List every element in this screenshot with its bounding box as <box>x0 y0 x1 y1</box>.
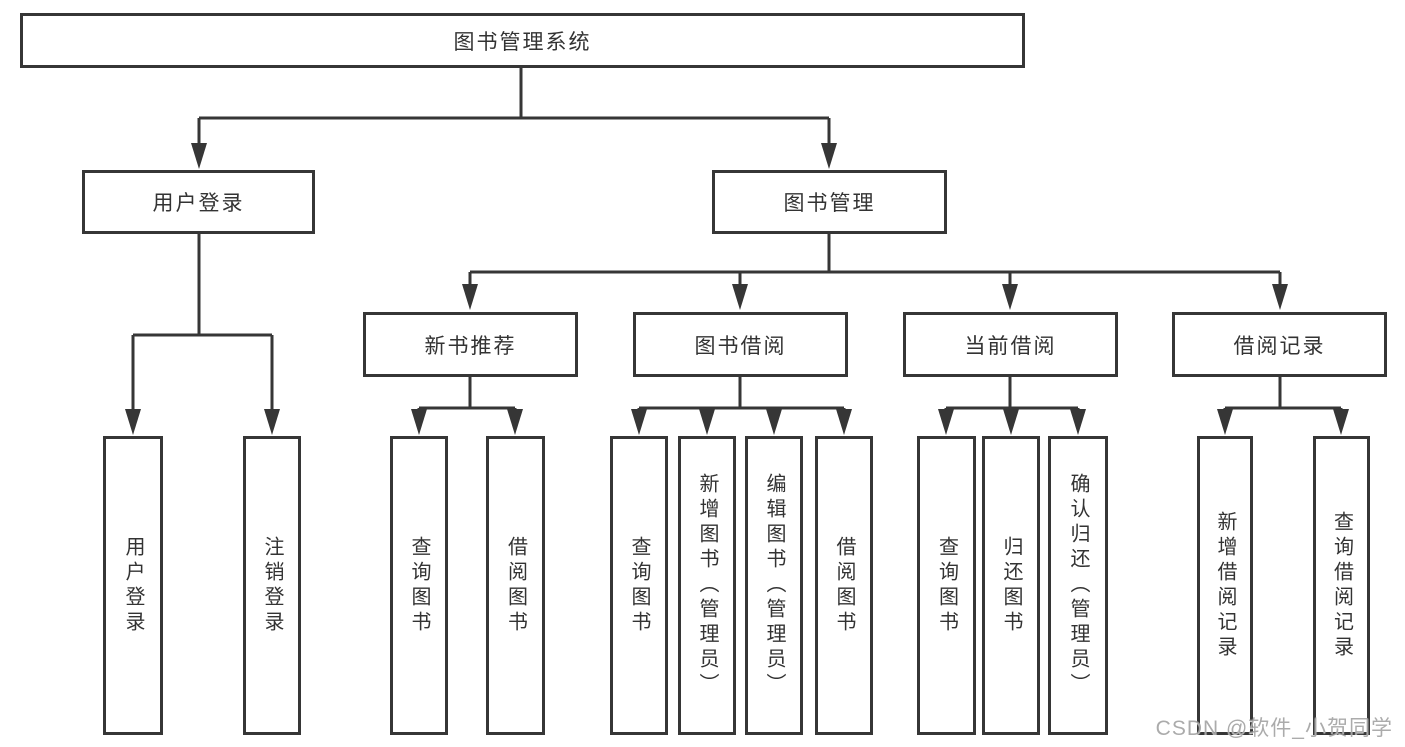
leaf-query-books-current-label: 查询图书 <box>935 535 958 636</box>
arrowhead <box>732 284 748 310</box>
leaf-logout-label: 注销登录 <box>261 535 283 636</box>
leaf-return-book-label: 归还图书 <box>1000 535 1022 636</box>
arrowhead <box>1070 409 1086 435</box>
leaf-query-books-recommend: 查询图书 <box>390 436 448 735</box>
arrowhead <box>938 409 954 435</box>
edge-current-borrow-split <box>944 377 1080 412</box>
leaf-return-book: 归还图书 <box>982 436 1040 735</box>
node-root-label: 图书管理系统 <box>453 30 592 54</box>
arrowhead <box>125 409 141 435</box>
arrowhead <box>507 409 523 435</box>
leaf-borrow-books-label: 借阅图书 <box>833 535 855 636</box>
edge-user-login-split <box>131 234 274 412</box>
leaf-add-book-admin-label: 新增图书（管理员） <box>696 473 718 698</box>
arrowhead <box>1003 409 1019 435</box>
node-current-borrow: 当前借阅 <box>903 312 1118 377</box>
arrowhead <box>191 143 207 169</box>
node-current-borrow-label: 当前借阅 <box>964 334 1057 358</box>
arrowhead <box>836 409 852 435</box>
leaf-query-books-borrow: 查询图书 <box>610 436 668 735</box>
leaf-add-borrow-record: 新增借阅记录 <box>1197 436 1253 735</box>
csdn-watermark: CSDN @软件_小贺同学 <box>1155 717 1393 740</box>
node-user-login-label: 用户登录 <box>152 192 245 215</box>
leaf-user-login: 用户登录 <box>103 436 163 735</box>
leaf-add-book-admin: 新增图书（管理员） <box>678 436 736 735</box>
leaf-add-borrow-record-label: 新增借阅记录 <box>1214 510 1236 661</box>
arrowhead <box>264 409 280 435</box>
leaf-borrow-books-recommend: 借阅图书 <box>486 436 545 735</box>
arrowheads <box>125 143 1349 435</box>
node-new-book-recommend-label: 新书推荐 <box>424 334 517 358</box>
arrowhead <box>411 409 427 435</box>
arrowhead <box>631 409 647 435</box>
leaf-edit-book-admin-label: 编辑图书（管理员） <box>763 473 785 698</box>
edge-borrow-record-split <box>1223 377 1343 412</box>
leaf-query-borrow-record-label: 查询借阅记录 <box>1330 510 1353 661</box>
edge-root-to-level1 <box>197 68 831 146</box>
leaf-confirm-return-admin: 确认归还（管理员） <box>1048 436 1108 735</box>
node-new-book-recommend: 新书推荐 <box>363 312 578 377</box>
node-root: 图书管理系统 <box>20 13 1025 68</box>
leaf-edit-book-admin: 编辑图书（管理员） <box>745 436 803 735</box>
leaf-query-borrow-record: 查询借阅记录 <box>1313 436 1370 735</box>
node-book-management: 图书管理 <box>712 170 947 234</box>
edge-book-management-split <box>468 234 1282 287</box>
node-book-borrow-label: 图书借阅 <box>694 334 787 358</box>
arrowhead <box>1272 284 1288 310</box>
arrowhead <box>821 143 837 169</box>
arrowhead <box>1333 409 1349 435</box>
leaf-logout: 注销登录 <box>243 436 301 735</box>
edge-book-borrow-split <box>637 377 846 412</box>
edge-new-book-split <box>417 377 517 412</box>
node-book-management-label: 图书管理 <box>783 192 876 215</box>
node-borrow-records: 借阅记录 <box>1172 312 1387 377</box>
node-user-login: 用户登录 <box>82 170 315 234</box>
leaf-query-books-borrow-label: 查询图书 <box>628 535 650 636</box>
leaf-confirm-return-admin-label: 确认归还（管理员） <box>1067 473 1089 698</box>
arrowhead <box>1217 409 1233 435</box>
node-book-borrow: 图书借阅 <box>633 312 848 377</box>
leaf-query-books-current: 查询图书 <box>917 436 976 735</box>
connector-lines <box>131 68 1343 412</box>
leaf-borrow-books: 借阅图书 <box>815 436 873 735</box>
arrowhead <box>699 409 715 435</box>
arrowhead <box>462 284 478 310</box>
arrowhead <box>766 409 782 435</box>
leaf-user-login-label: 用户登录 <box>122 535 144 636</box>
leaf-query-books-recommend-label: 查询图书 <box>408 535 430 636</box>
arrowhead <box>1002 284 1018 310</box>
leaf-borrow-books-recommend-label: 借阅图书 <box>504 535 527 636</box>
node-borrow-records-label: 借阅记录 <box>1233 334 1326 358</box>
